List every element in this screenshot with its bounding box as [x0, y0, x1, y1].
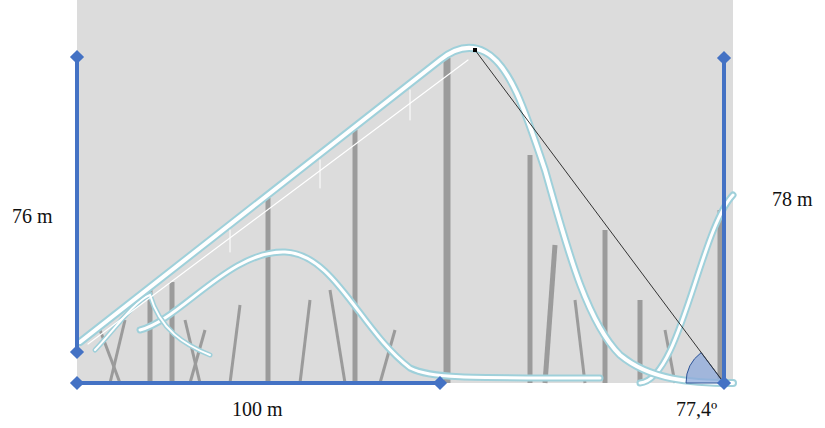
dimension-label: 100 m [232, 398, 283, 420]
dimension-label: 77,4º [676, 398, 717, 420]
background-panel [77, 0, 733, 383]
tangent-line [475, 50, 724, 383]
tangent-point [473, 48, 477, 52]
support-poles [100, 58, 720, 383]
dimension-label: 76 m [12, 205, 53, 227]
dimension-lines [77, 57, 724, 383]
dimension-label: 78 m [772, 188, 813, 210]
dimension-ends [70, 50, 731, 390]
track [80, 48, 733, 383]
